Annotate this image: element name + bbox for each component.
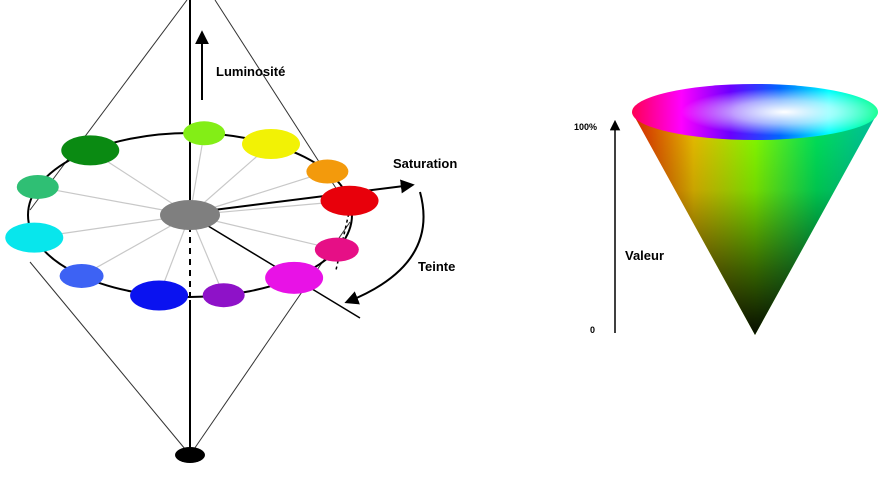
hue-label: Teinte	[418, 259, 455, 274]
value-label: Valeur	[625, 248, 664, 263]
upper-left-cone-line	[29, 0, 188, 211]
swatch-chartreuse	[183, 121, 226, 146]
hsl-double-cone: Luminosité Saturation Teinte	[5, 0, 457, 463]
value-top-label: 100%	[574, 122, 597, 132]
swatch-green	[61, 135, 120, 166]
swatch-red	[320, 185, 379, 216]
saturation-arrow	[189, 179, 415, 214]
swatch-magenta	[265, 261, 324, 294]
lower-left-cone-line	[29, 261, 191, 456]
swatch-yellow	[242, 128, 300, 159]
swatch-orange	[306, 159, 349, 184]
black-apex-swatch	[175, 447, 205, 463]
swatch-spring-green	[16, 174, 59, 199]
hue-arc-arrow	[344, 191, 425, 305]
center-grey-swatch	[160, 200, 220, 230]
hsv-cone: 100% 0 Valeur	[574, 84, 878, 335]
swatch-cyan	[5, 222, 64, 253]
value-bottom-label: 0	[590, 325, 595, 335]
swatch-blue	[130, 280, 189, 311]
swatch-rose	[314, 237, 359, 262]
saturation-label: Saturation	[393, 156, 457, 171]
swatch-violet	[202, 283, 245, 308]
hue-swatches	[5, 121, 379, 311]
luminosity-label: Luminosité	[216, 64, 285, 79]
swatch-azure	[59, 263, 104, 288]
